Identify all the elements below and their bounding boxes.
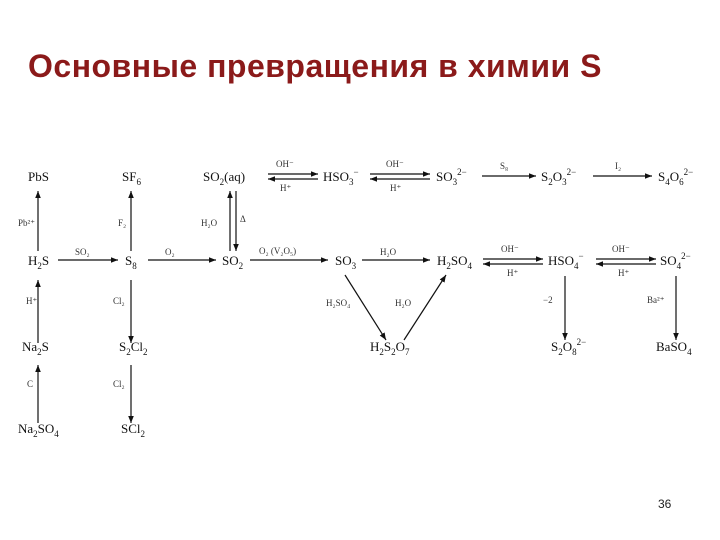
species-S2O8: S2O82− [551, 337, 586, 357]
reagent-label: H⁺ [618, 268, 629, 278]
reagent-label: Cl₂ [113, 379, 125, 389]
species-Na2S: Na2S [22, 339, 49, 357]
reagent-labels: OH⁻ H⁺ OH⁻ H⁺ S₈ I₂ Pb²⁺ F₂ H₂O Δ SO₂ O₂ O₂ (V₂O₅) H₂… [18, 159, 665, 389]
reagent-label: −2 [543, 295, 553, 305]
reagent-label: H₂O [380, 247, 397, 257]
reagent-label: H₂O [201, 218, 218, 228]
reagent-label: SO₂ [75, 247, 90, 257]
species-S4O6: S4O62− [658, 167, 693, 187]
species-BaSO4: BaSO4 [656, 339, 692, 357]
reagent-label: OH⁻ [612, 244, 630, 254]
species-S8: S8 [125, 253, 137, 271]
reagent-label: H₂O [395, 298, 412, 308]
slide-title: Основные превращения в химии S [28, 48, 602, 84]
reagent-label: C [27, 379, 33, 389]
reagent-label: OH⁻ [501, 244, 519, 254]
reagent-label: H₂SO₄ [326, 298, 350, 308]
page-number: 36 [658, 497, 672, 511]
reagent-label: S₈ [500, 161, 508, 171]
chemical-species: PbS SF6 SO2(aq) HSO3− SO32− S2O32− S4O62− H2S S8… [18, 167, 693, 439]
species-H2S2O7: H2S2O7 [370, 339, 410, 357]
species-HSO4: HSO4− [548, 251, 584, 271]
reagent-label: H⁺ [390, 183, 401, 193]
reagent-label: H⁺ [280, 183, 291, 193]
reagent-label: Pb²⁺ [18, 218, 35, 228]
species-Na2SO4: Na2SO4 [18, 421, 59, 439]
reaction-arrows [35, 171, 679, 423]
species-SO4: SO42− [660, 251, 691, 271]
species-SO2aq: SO2(aq) [203, 169, 245, 187]
reagent-label: OH⁻ [386, 159, 404, 169]
species-SO3: SO3 [335, 253, 357, 271]
species-S2Cl2: S2Cl2 [119, 339, 148, 357]
reagent-label: I₂ [615, 161, 621, 171]
species-PbS: PbS [28, 169, 49, 184]
reagent-label: OH⁻ [276, 159, 294, 169]
species-SO3_2m: SO32− [436, 167, 467, 187]
species-H2S: H2S [28, 253, 49, 271]
reaction-arrow [403, 274, 447, 341]
species-SCl2: SCl2 [121, 421, 145, 439]
reagent-label: Cl₂ [113, 296, 125, 306]
reagent-label: Δ [240, 214, 246, 224]
species-HSO3: HSO3− [323, 167, 359, 187]
reagent-label: Ba²⁺ [647, 295, 665, 305]
reagent-label: O₂ [165, 247, 175, 257]
reagent-label: F₂ [118, 218, 126, 228]
species-H2SO4: H2SO4 [437, 253, 473, 271]
species-SF6: SF6 [122, 169, 141, 187]
species-SO2: SO2 [222, 253, 243, 271]
reagent-label: O₂ (V₂O₅) [259, 246, 296, 256]
reagent-label: H⁺ [507, 268, 518, 278]
reaction-arrow [344, 274, 387, 341]
species-S2O3: S2O32− [541, 167, 576, 187]
reagent-label: H⁺ [26, 296, 37, 306]
